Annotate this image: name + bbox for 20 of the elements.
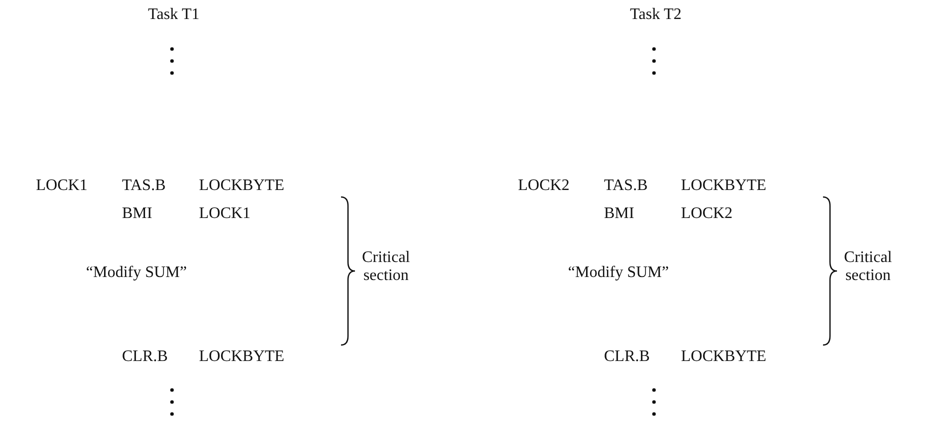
pseudocode-step: “Modify SUM”	[568, 264, 669, 282]
task-heading: Task T1	[148, 6, 200, 24]
instruction-operand: LOCKBYTE	[681, 348, 766, 366]
code-label: LOCK1	[36, 177, 88, 195]
instruction-mnemonic: CLR.B	[122, 348, 168, 366]
brace-label: Critical section	[843, 249, 893, 285]
instruction-mnemonic: CLR.B	[604, 348, 650, 366]
instruction-operand: LOCK1	[199, 205, 251, 223]
instruction-mnemonic: TAS.B	[122, 177, 166, 195]
instruction-operand: LOCKBYTE	[681, 177, 766, 195]
pseudocode-step: “Modify SUM”	[86, 264, 187, 282]
instruction-operand: LOCKBYTE	[199, 177, 284, 195]
task-heading: Task T2	[630, 6, 682, 24]
code-label: LOCK2	[518, 177, 570, 195]
instruction-mnemonic: BMI	[604, 205, 634, 223]
instruction-operand: LOCKBYTE	[199, 348, 284, 366]
brace-label: Critical section	[361, 249, 411, 285]
instruction-operand: LOCK2	[681, 205, 733, 223]
instruction-mnemonic: BMI	[122, 205, 152, 223]
instruction-mnemonic: TAS.B	[604, 177, 648, 195]
